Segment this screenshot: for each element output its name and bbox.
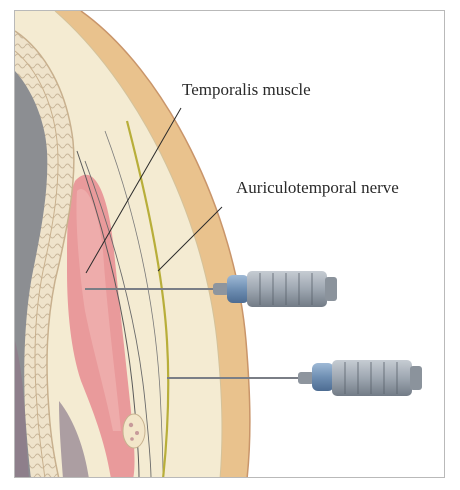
vessel-cross-section [123,414,145,448]
temporalis-muscle-label: Temporalis muscle [182,81,311,98]
diagram-frame: Temporalis muscle Auriculotemporal nerve [14,10,445,478]
auriculotemporal-nerve-label: Auriculotemporal nerve [236,179,399,196]
